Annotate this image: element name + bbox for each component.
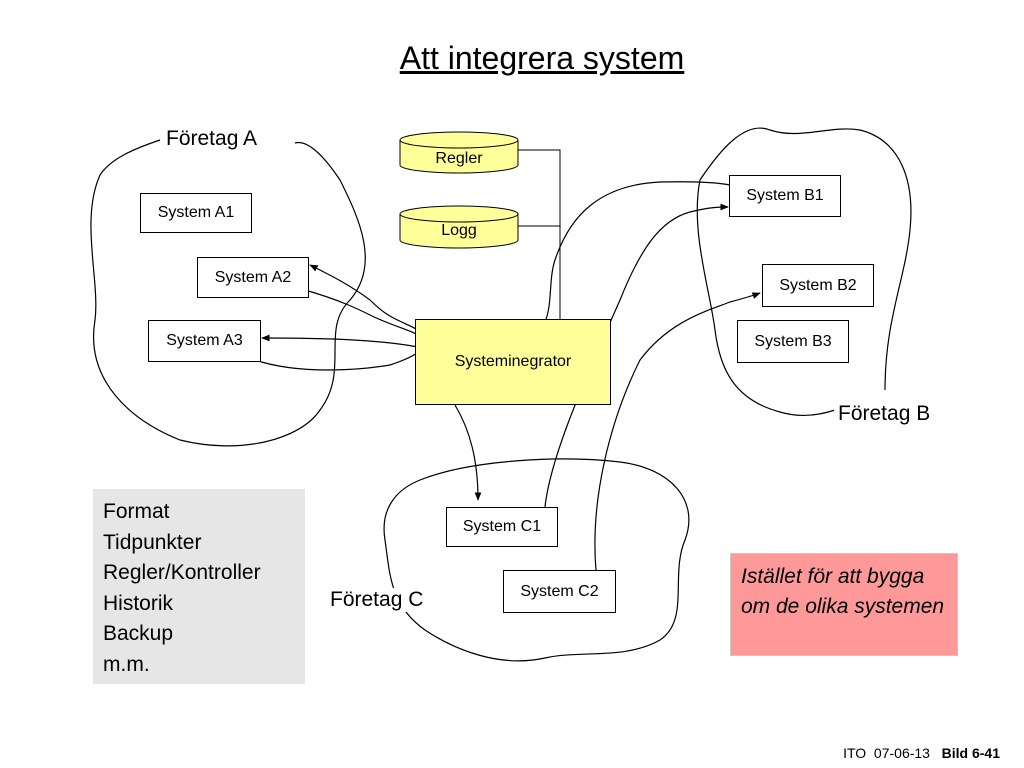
- link-c1: [454, 404, 482, 501]
- company-a-label: Företag A: [162, 127, 262, 151]
- info-item: m.m.: [103, 652, 150, 676]
- regler-connector: [518, 149, 561, 320]
- system-b2-box: System B2: [762, 264, 874, 307]
- systeminegrator-box: Systeminegrator: [415, 319, 611, 405]
- note-box: Istället för att bygga om de olika syste…: [730, 553, 958, 656]
- database-regler: [399, 131, 519, 174]
- footer-date: 07-06-13: [873, 745, 930, 761]
- system-b1-box: System B1: [729, 175, 841, 217]
- link-a2: [309, 264, 419, 331]
- slide-footer: ITO 07-06-13 Bild 6-41: [843, 745, 1000, 761]
- company-b-label: Företag B: [834, 402, 935, 426]
- info-item: Backup: [103, 622, 174, 645]
- info-item: Format: [103, 500, 170, 523]
- system-c1-box: System C1: [446, 507, 558, 547]
- info-item: Tidpunkter: [103, 530, 202, 554]
- link-b1-from-c1: [544, 203, 729, 508]
- link-b1: [519, 181, 731, 346]
- integration-aspects-box: Format Tidpunkter Regler/Kontroller Hist…: [93, 489, 305, 684]
- footer-slide-number: Bild 6-41: [941, 745, 1000, 761]
- info-item: Regler/Kontroller: [103, 561, 261, 584]
- company-b-boundary-lower: [696, 179, 836, 416]
- company-c-label: Företag C: [326, 588, 428, 612]
- system-a3-box: System A3: [148, 320, 261, 362]
- system-c2-box: System C2: [503, 570, 616, 613]
- company-a-boundary: [90, 139, 366, 447]
- system-b3-box: System B3: [737, 320, 849, 363]
- info-item: Historik: [103, 591, 174, 615]
- link-b2-from-c2: [594, 292, 761, 571]
- footer-course: ITO: [843, 745, 867, 761]
- company-c-boundary: [383, 458, 690, 662]
- systeminegrator-label: Systeminegrator: [454, 353, 572, 370]
- link-a2-return: [304, 289, 419, 336]
- database-logg: [399, 205, 519, 249]
- link-a3: [261, 334, 419, 348]
- system-a1-box: System A1: [140, 193, 252, 233]
- system-a2-box: System A2: [197, 257, 309, 298]
- slide-title: Att integrera system: [399, 40, 685, 76]
- database-logg-label: Logg: [441, 222, 477, 239]
- company-b-boundary: [699, 127, 912, 391]
- link-a3-return: [254, 351, 419, 371]
- database-regler-label: Regler: [435, 150, 483, 167]
